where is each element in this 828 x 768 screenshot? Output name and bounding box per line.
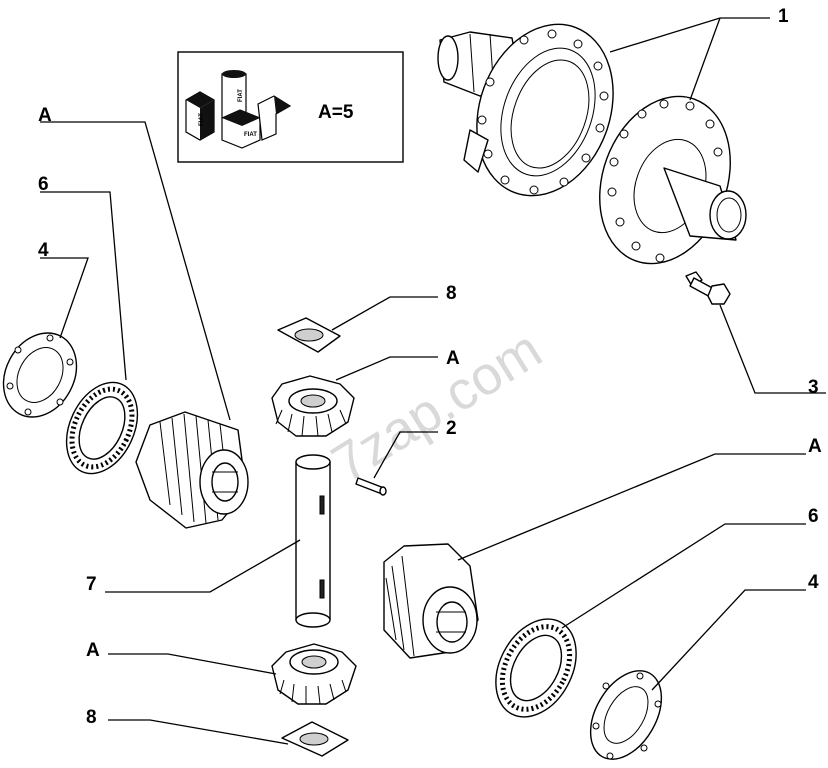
roll-pin-2 <box>355 477 387 496</box>
callout-8-bottom: 8 <box>86 707 97 728</box>
differential-housing-left-half <box>437 23 614 197</box>
callout-3: 3 <box>808 377 819 398</box>
callout-7: 7 <box>86 574 97 595</box>
flange-bolt-holes-left <box>477 29 609 195</box>
leader-lines <box>40 17 826 745</box>
callout-4-right: 4 <box>808 572 819 593</box>
callout-6-right: 6 <box>808 506 819 527</box>
watermark-text: 7zap.com <box>322 319 552 494</box>
callout-4-left: 4 <box>38 240 49 261</box>
pinion-shaft-7 <box>295 454 331 628</box>
side-gear-left <box>135 411 249 529</box>
side-gear-right <box>383 543 479 659</box>
differential-housing-right-half <box>599 95 747 265</box>
thrust-washer-left-4 <box>2 332 78 418</box>
tube-label-2: FIAT <box>238 89 244 102</box>
callout-8-top: 8 <box>446 283 457 304</box>
flange-bolt-holes-right <box>607 99 723 263</box>
callout-A-right: A <box>808 436 822 457</box>
callout-6-left: 6 <box>38 174 49 195</box>
callout-A-left: A <box>38 105 52 126</box>
planet-gear-bottom <box>271 643 357 705</box>
needle-bearing-right-6 <box>495 618 577 718</box>
needle-bearing-left-6 <box>65 381 139 475</box>
callout-1: 1 <box>778 6 789 27</box>
bolt-3 <box>685 271 731 305</box>
sealant-tube-icon: FIAT FIAT FIAT <box>185 70 292 149</box>
thrust-shim-top-8 <box>277 317 341 353</box>
callout-2: 2 <box>446 418 457 439</box>
planet-gear-top <box>271 375 355 437</box>
tube-label-3: FIAT <box>244 132 257 138</box>
legend-text: A=5 <box>318 102 354 123</box>
thrust-washer-right-4 <box>589 670 663 760</box>
legend-box: FIAT FIAT FIAT A=5 <box>177 51 404 163</box>
callout-A-center: A <box>446 348 460 369</box>
thrust-shim-bottom-8 <box>281 721 349 757</box>
callout-A-bottom: A <box>86 640 100 661</box>
tube-label-1: FIAT <box>199 113 205 126</box>
